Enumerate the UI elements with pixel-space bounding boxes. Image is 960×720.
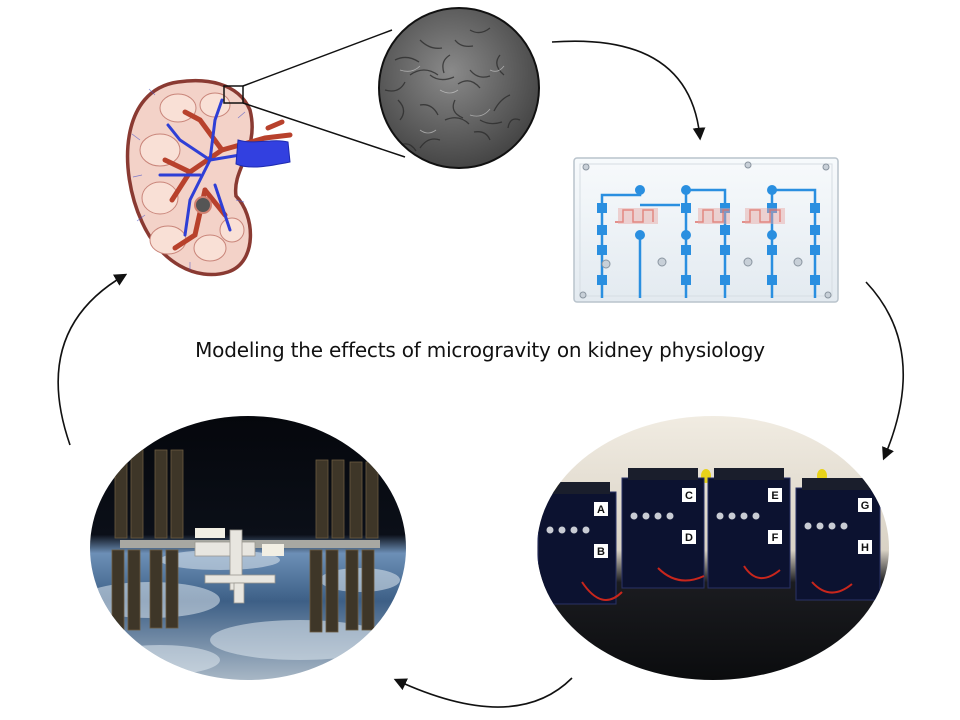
module-label: C <box>685 490 693 502</box>
module-label: A <box>597 504 605 516</box>
module-label: E <box>771 490 778 502</box>
hardware-module: EF <box>707 468 791 589</box>
module-label: B <box>597 546 605 558</box>
module-label: G <box>861 500 870 512</box>
cycle-arrows <box>57 40 904 708</box>
cell-micrograph <box>378 7 540 169</box>
zoom-box <box>223 85 244 104</box>
module-label: D <box>685 532 693 544</box>
hardware-module: AB <box>537 482 617 605</box>
cycle-arrow-icon <box>551 40 706 141</box>
cycle-arrow-icon <box>57 273 128 446</box>
zoom-line <box>242 102 406 158</box>
module-label: F <box>772 532 779 544</box>
cycle-arrow-icon <box>865 281 904 461</box>
diagram-caption: Modeling the effects of microgravity on … <box>195 338 765 362</box>
hardware-module: CD <box>621 468 705 589</box>
space-station-photo <box>90 416 406 680</box>
hardware-module: GH <box>795 478 881 601</box>
kidney-illustration <box>125 78 293 277</box>
microfluidic-chip <box>573 157 839 303</box>
cycle-arrow-icon <box>393 677 573 708</box>
zoom-line <box>242 29 393 87</box>
module-label: H <box>861 542 869 554</box>
